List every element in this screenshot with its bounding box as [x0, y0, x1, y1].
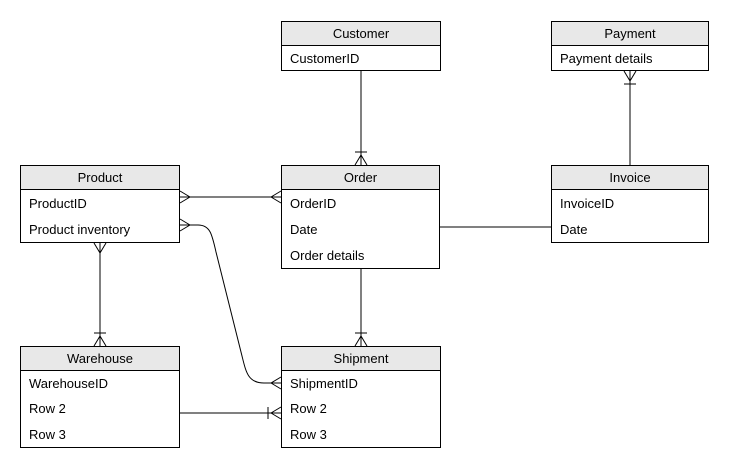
- connector-product-order[interactable]: [179, 190, 282, 204]
- entity-row: Payment details: [560, 50, 653, 66]
- entity-payment-title: Payment: [552, 22, 708, 46]
- entity-product[interactable]: Product ProductID Product inventory: [20, 165, 180, 243]
- entity-row: OrderID: [290, 195, 337, 211]
- connector-product-shipment[interactable]: [179, 218, 282, 390]
- entity-customer[interactable]: Customer CustomerID: [281, 21, 441, 71]
- entity-row: Row 3: [290, 426, 327, 442]
- entity-shipment-title: Shipment: [282, 347, 440, 371]
- entity-row: Date: [560, 221, 588, 237]
- entity-row: InvoiceID: [560, 195, 615, 211]
- entity-row: ShipmentID: [290, 376, 358, 392]
- connector-warehouse-shipment[interactable]: [180, 406, 282, 420]
- entity-invoice-title: Invoice: [552, 166, 708, 190]
- entity-row: Date: [290, 221, 318, 237]
- entity-row: CustomerID: [290, 50, 360, 66]
- connector-customer-order[interactable]: [354, 71, 368, 166]
- entity-row: Order details: [290, 247, 365, 263]
- entity-row: WarehouseID: [29, 376, 108, 392]
- connector-product-warehouse[interactable]: [93, 242, 107, 347]
- entity-product-title: Product: [21, 166, 179, 190]
- entity-payment[interactable]: Payment Payment details: [551, 21, 709, 71]
- entity-warehouse[interactable]: Warehouse WarehouseID Row 2 Row 3: [20, 346, 180, 448]
- connector-invoice-payment[interactable]: [623, 70, 637, 165]
- entity-row: ProductID: [29, 195, 87, 211]
- entity-row: Row 2: [29, 401, 66, 417]
- entity-row: Row 2: [290, 401, 327, 417]
- entity-shipment[interactable]: Shipment ShipmentID Row 2 Row 3: [281, 346, 441, 448]
- entity-customer-title: Customer: [282, 22, 440, 46]
- entity-order-title: Order: [282, 166, 439, 190]
- connector-order-shipment[interactable]: [354, 269, 368, 347]
- entity-invoice[interactable]: Invoice InvoiceID Date: [551, 165, 709, 243]
- entity-order[interactable]: Order OrderID Date Order details: [281, 165, 440, 269]
- entity-row: Row 3: [29, 426, 66, 442]
- entity-row: Product inventory: [29, 221, 131, 237]
- entity-warehouse-title: Warehouse: [21, 347, 179, 371]
